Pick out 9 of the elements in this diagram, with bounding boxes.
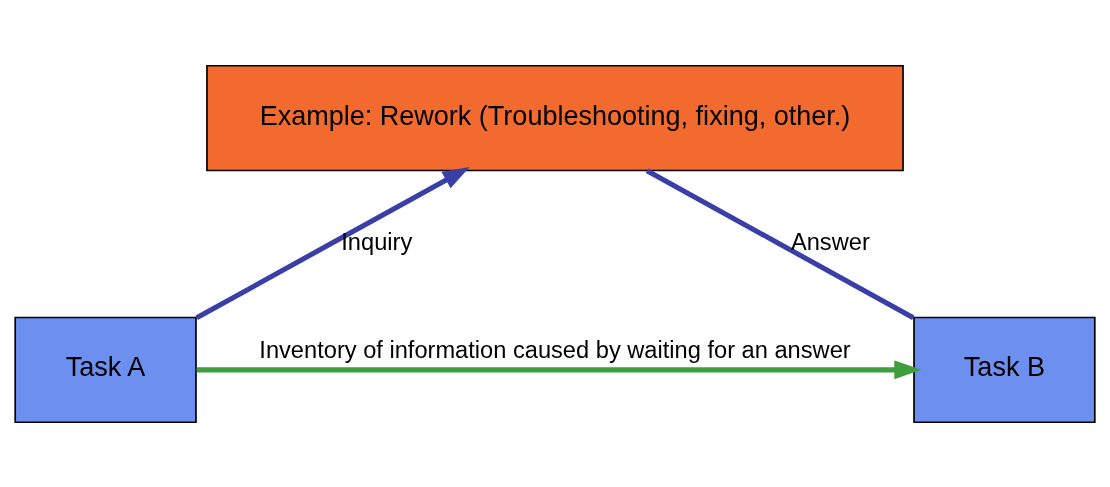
edge-label: Answer: [790, 228, 870, 255]
node-box: Task B: [913, 316, 1096, 423]
node-box: Example: Rework (Troubleshooting, fixing, other.): [206, 64, 904, 171]
edge-label: Inventory of information caused by waiting for an answer: [259, 336, 851, 363]
edge-label: Inquiry: [341, 228, 413, 255]
connector: [645, 167, 915, 320]
node-box: Task A: [14, 316, 197, 423]
arrow: [196, 359, 922, 379]
arrow: [195, 166, 470, 320]
